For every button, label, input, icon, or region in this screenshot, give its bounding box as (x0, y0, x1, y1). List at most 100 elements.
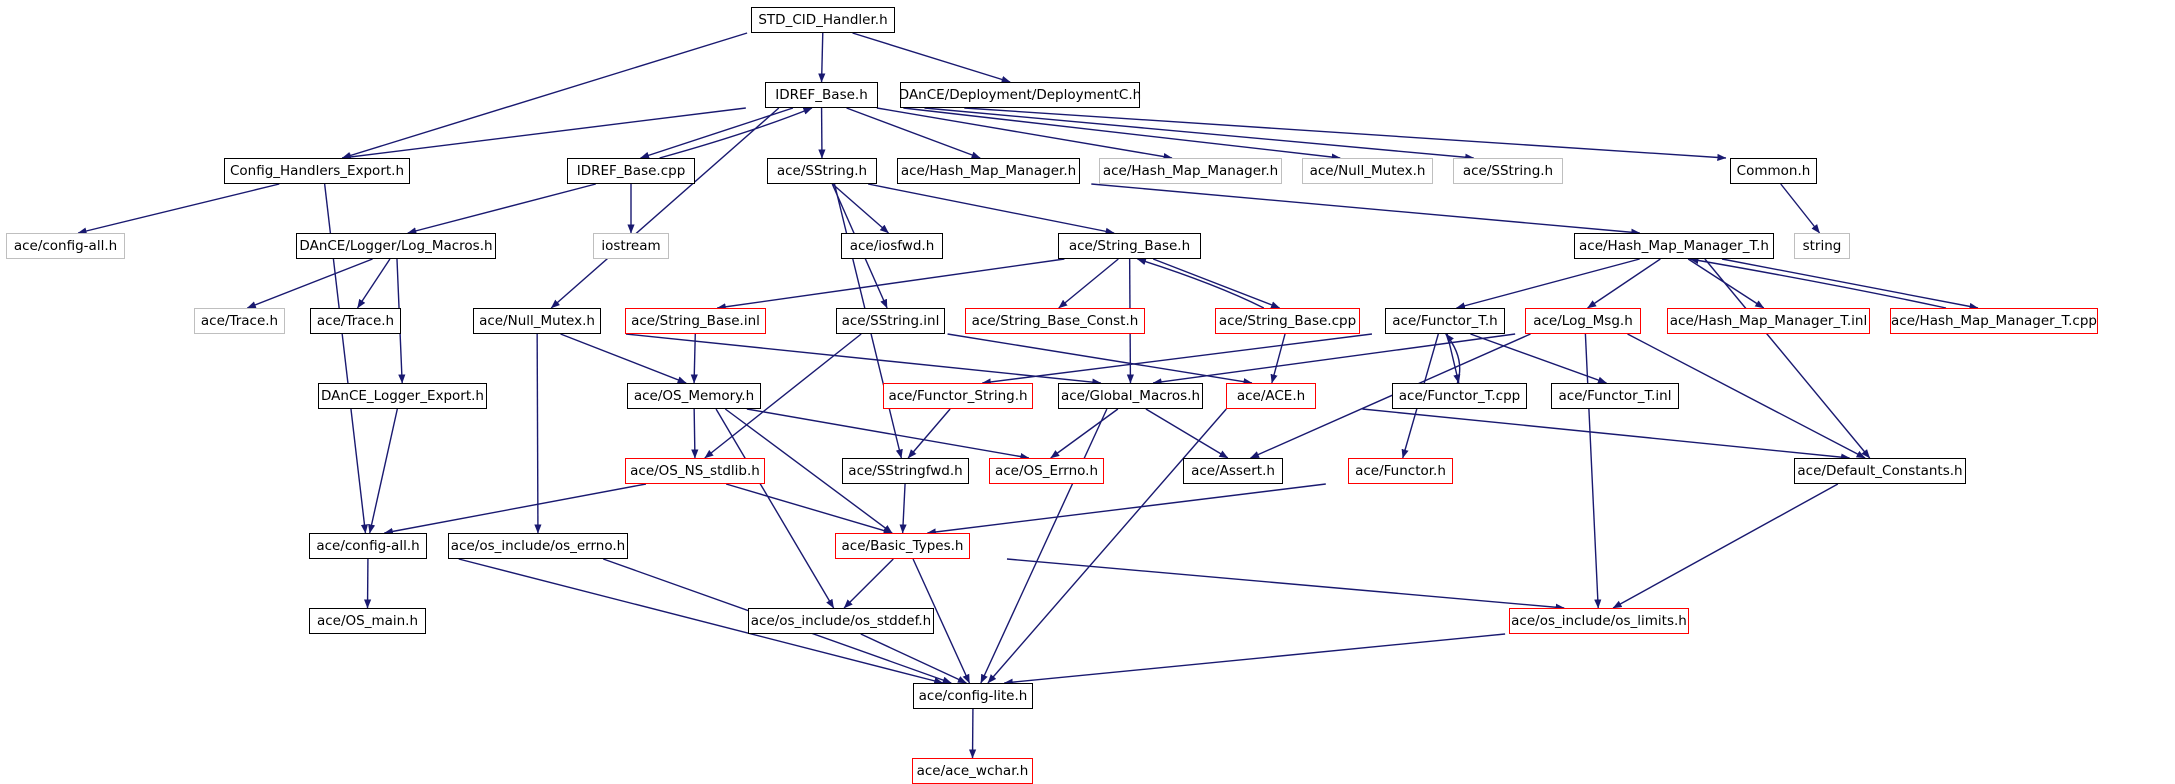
edge-dance_logger_export_h-to-ace_config_all_h (368, 408, 399, 534)
node-ace-config-all-h-gray[interactable]: ace/config-all.h (6, 233, 125, 259)
node-config-handlers-export-h[interactable]: Config_Handlers_Export.h (224, 158, 410, 184)
node-ace-os-memory-h[interactable]: ace/OS_Memory.h (627, 383, 761, 409)
edge-ace_null_mutex_h-to-ace_os_memory_h (560, 333, 687, 384)
node-ace-config-lite-h[interactable]: ace/config-lite.h (913, 683, 1033, 709)
node-ace-default-constants-h[interactable]: ace/Default_Constants.h (1794, 458, 1966, 484)
node-std-cid-handler-h[interactable]: STD_CID_Handler.h (751, 7, 895, 33)
edge-ace_os_memory_h-to-ace_os_errno_h (746, 408, 1030, 461)
node-ace-functor-t-cpp[interactable]: ace/Functor_T.cpp (1392, 383, 1527, 409)
edge-ace_string_base_h-to-ace_string_base_const_h (1058, 258, 1119, 309)
edge-common_h-to-string (1780, 183, 1821, 234)
edge-ace_ace_h-to-ace_default_constants_h (1362, 408, 1850, 461)
node-ace-null-mutex-h-gray[interactable]: ace/Null_Mutex.h (1302, 158, 1433, 184)
node-ace-sstring-h-gray[interactable]: ace/SString.h (1453, 158, 1563, 184)
edge-ace_hash_map_manager_t_cpp-to-ace_hash_map_manager_t_h (1689, 256, 1947, 309)
edge-ace_string_base_cpp-to-ace_string_base_h (1136, 258, 1265, 309)
node-ace-os-main-h[interactable]: ace/OS_main.h (309, 608, 426, 634)
node-ace-iosfwd-h[interactable]: ace/iosfwd.h (841, 233, 943, 259)
node-ace-log-msg-h[interactable]: ace/Log_Msg.h (1525, 308, 1641, 334)
edge-ace_hash_map_manager_h_1-to-ace_hash_map_manager_t_h (1091, 183, 1641, 236)
edge-ace_functor_t_cpp-to-ace_functor_t_h (1445, 333, 1461, 384)
node-ace-string-base-inl[interactable]: ace/String_Base.inl (625, 308, 766, 334)
edge-ace_hash_map_manager_t_h-to-ace_functor_t_h (1456, 258, 1640, 310)
edge-ace_basic_types_h-to-ace_os_include_os_limits_h (1006, 558, 1565, 611)
node-ace-ace-h[interactable]: ace/ACE.h (1226, 383, 1316, 409)
edge-ace_hash_map_manager_t_h-to-ace_hash_map_manager_t_cpp (1721, 258, 1979, 310)
node-string[interactable]: string (1794, 233, 1850, 259)
edge-ace_sstring_h-to-ace_string_base_h (867, 183, 1115, 235)
node-ace-null-mutex-h[interactable]: ace/Null_Mutex.h (473, 308, 601, 334)
edge-std_cid_handler_h-to-dance_deploymentc_h (852, 32, 1011, 83)
node-common-h[interactable]: Common.h (1730, 158, 1817, 184)
node-ace-basic-types-h[interactable]: ace/Basic_Types.h (835, 533, 970, 559)
node-ace-hash-map-manager-t-h[interactable]: ace/Hash_Map_Manager_T.h (1574, 233, 1774, 259)
node-ace-assert-h[interactable]: ace/Assert.h (1183, 458, 1283, 484)
edge-idref_base_h-to-ace_sstring_h_gray (924, 107, 1475, 161)
node-ace-functor-t-h[interactable]: ace/Functor_T.h (1385, 308, 1505, 334)
edge-config_handlers_export_h-to-ace_config_all_h_gray (77, 183, 280, 235)
node-ace-sstringfwd-h[interactable]: ace/SStringfwd.h (842, 458, 969, 484)
edge-ace_sstring_h-to-ace_iosfwd_h (832, 183, 889, 234)
edge-ace_functor_t_h-to-ace_functor_t_inl (1470, 333, 1607, 384)
edge-ace_string_base_cpp-to-ace_ace_h (1270, 333, 1286, 384)
edge-ace_sstring_inl-to-ace_ace_h (947, 333, 1253, 386)
node-ace-sstring-h[interactable]: ace/SString.h (767, 158, 877, 184)
node-ace-hash-map-manager-t-inl[interactable]: ace/Hash_Map_Manager_T.inl (1667, 308, 1870, 334)
node-ace-global-macros-h[interactable]: ace/Global_Macros.h (1058, 383, 1203, 409)
node-dance-deploymentc-h[interactable]: DAnCE/Deployment/DeploymentC.h (899, 82, 1141, 108)
edge-idref_base_h-to-ace_null_mutex_h_gray (903, 107, 1341, 161)
node-dance-log-macros-h[interactable]: DAnCE/Logger/Log_Macros.h (296, 233, 496, 259)
edge-ace_hash_map_manager_t_h-to-ace_default_constants_h (1704, 258, 1871, 459)
edge-idref_base_h-to-config_handlers_export_h (341, 107, 746, 161)
edge-dance_log_macros_h-to-ace_trace_h_gray (246, 258, 373, 309)
node-ace-string-base-h[interactable]: ace/String_Base.h (1058, 233, 1201, 259)
edge-idref_base_h-to-common_h (964, 107, 1727, 162)
node-ace-trace-h-gray[interactable]: ace/Trace.h (194, 308, 285, 334)
edge-ace_sstring_inl-to-ace_os_ns_stdlib_h (704, 333, 862, 459)
edge-ace_os_include_os_stddef_h-to-ace_config_lite_h (860, 633, 967, 684)
node-ace-hash-map-manager-t-cpp[interactable]: ace/Hash_Map_Manager_T.cpp (1890, 308, 2098, 334)
edge-idref_base_h-to-idref_base_cpp (640, 107, 794, 159)
node-idref-base-cpp[interactable]: IDREF_Base.cpp (567, 158, 695, 184)
edge-ace_global_macros_h-to-ace_config_lite_h (980, 408, 1108, 684)
edge-ace_os_memory_h-to-ace_os_include_os_stddef_h (715, 408, 835, 609)
node-ace-hash-map-manager-h-gray[interactable]: ace/Hash_Map_Manager.h (1099, 158, 1282, 184)
edge-ace_string_base_inl-to-ace_os_memory_h (690, 333, 698, 384)
edge-ace_basic_types_h-to-ace_os_include_os_stddef_h (843, 558, 894, 609)
edge-ace_functor_string_h-to-ace_sstringfwd_h (907, 408, 951, 459)
node-ace-functor-h[interactable]: ace/Functor.h (1348, 458, 1453, 484)
edge-ace_functor_h-to-ace_basic_types_h (926, 483, 1326, 536)
edge-idref_base_h-to-ace_hash_map_manager_h_1 (846, 107, 981, 159)
edge-ace_log_msg_h-to-ace_default_constants_h (1627, 333, 1866, 459)
node-ace-string-base-cpp[interactable]: ace/String_Base.cpp (1215, 308, 1360, 334)
node-ace-os-include-os-limits-h[interactable]: ace/os_include/os_limits.h (1509, 608, 1689, 634)
node-ace-string-base-const-h[interactable]: ace/String_Base_Const.h (965, 308, 1145, 334)
edge-ace_string_base_h-to-ace_string_base_cpp (1152, 258, 1281, 309)
node-ace-os-errno-h[interactable]: ace/OS_Errno.h (989, 458, 1104, 484)
node-ace-functor-string-h[interactable]: ace/Functor_String.h (883, 383, 1033, 409)
edge-ace_log_msg_h-to-ace_os_include_os_limits_h (1584, 333, 1602, 609)
node-ace-config-all-h[interactable]: ace/config-all.h (309, 533, 427, 559)
edge-std_cid_handler_h-to-config_handlers_export_h (341, 32, 748, 159)
node-dance-logger-export-h[interactable]: DAnCE_Logger_Export.h (318, 383, 487, 409)
node-iostream[interactable]: iostream (593, 233, 669, 259)
node-ace-os-include-os-errno-h[interactable]: ace/os_include/os_errno.h (448, 533, 628, 559)
node-ace-os-include-os-stddef-h[interactable]: ace/os_include/os_stddef.h (748, 608, 934, 634)
node-ace-os-ns-stdlib-h[interactable]: ace/OS_NS_stdlib.h (625, 458, 765, 484)
edge-ace_sstringfwd_h-to-ace_basic_types_h (899, 483, 907, 534)
node-ace-functor-t-inl[interactable]: ace/Functor_T.inl (1551, 383, 1679, 409)
node-ace-sstring-inl[interactable]: ace/SString.inl (836, 308, 945, 334)
node-ace-ace-wchar-h[interactable]: ace/ace_wchar.h (912, 758, 1033, 784)
edge-idref_base_h-to-ace_hash_map_manager_h_2 (876, 107, 1173, 161)
edge-ace_global_macros_h-to-ace_assert_h (1145, 408, 1229, 459)
node-ace-trace-h[interactable]: ace/Trace.h (310, 308, 401, 334)
edge-ace_log_msg_h-to-ace_global_macros_h (1152, 333, 1516, 386)
node-ace-hash-map-manager-h[interactable]: ace/Hash_Map_Manager.h (897, 158, 1080, 184)
edge-ace_os_ns_stdlib_h-to-ace_config_all_h (383, 483, 647, 535)
edge-idref_base_h-to-ace_null_mutex_h (550, 107, 780, 309)
edge-ace_string_base_h-to-ace_string_base_inl (716, 258, 1065, 311)
node-idref-base-h[interactable]: IDREF_Base.h (765, 82, 878, 108)
edge-ace_os_memory_h-to-ace_os_ns_stdlib_h (691, 408, 699, 459)
edge-ace_hash_map_manager_t_h-to-ace_log_msg_h (1587, 258, 1661, 309)
